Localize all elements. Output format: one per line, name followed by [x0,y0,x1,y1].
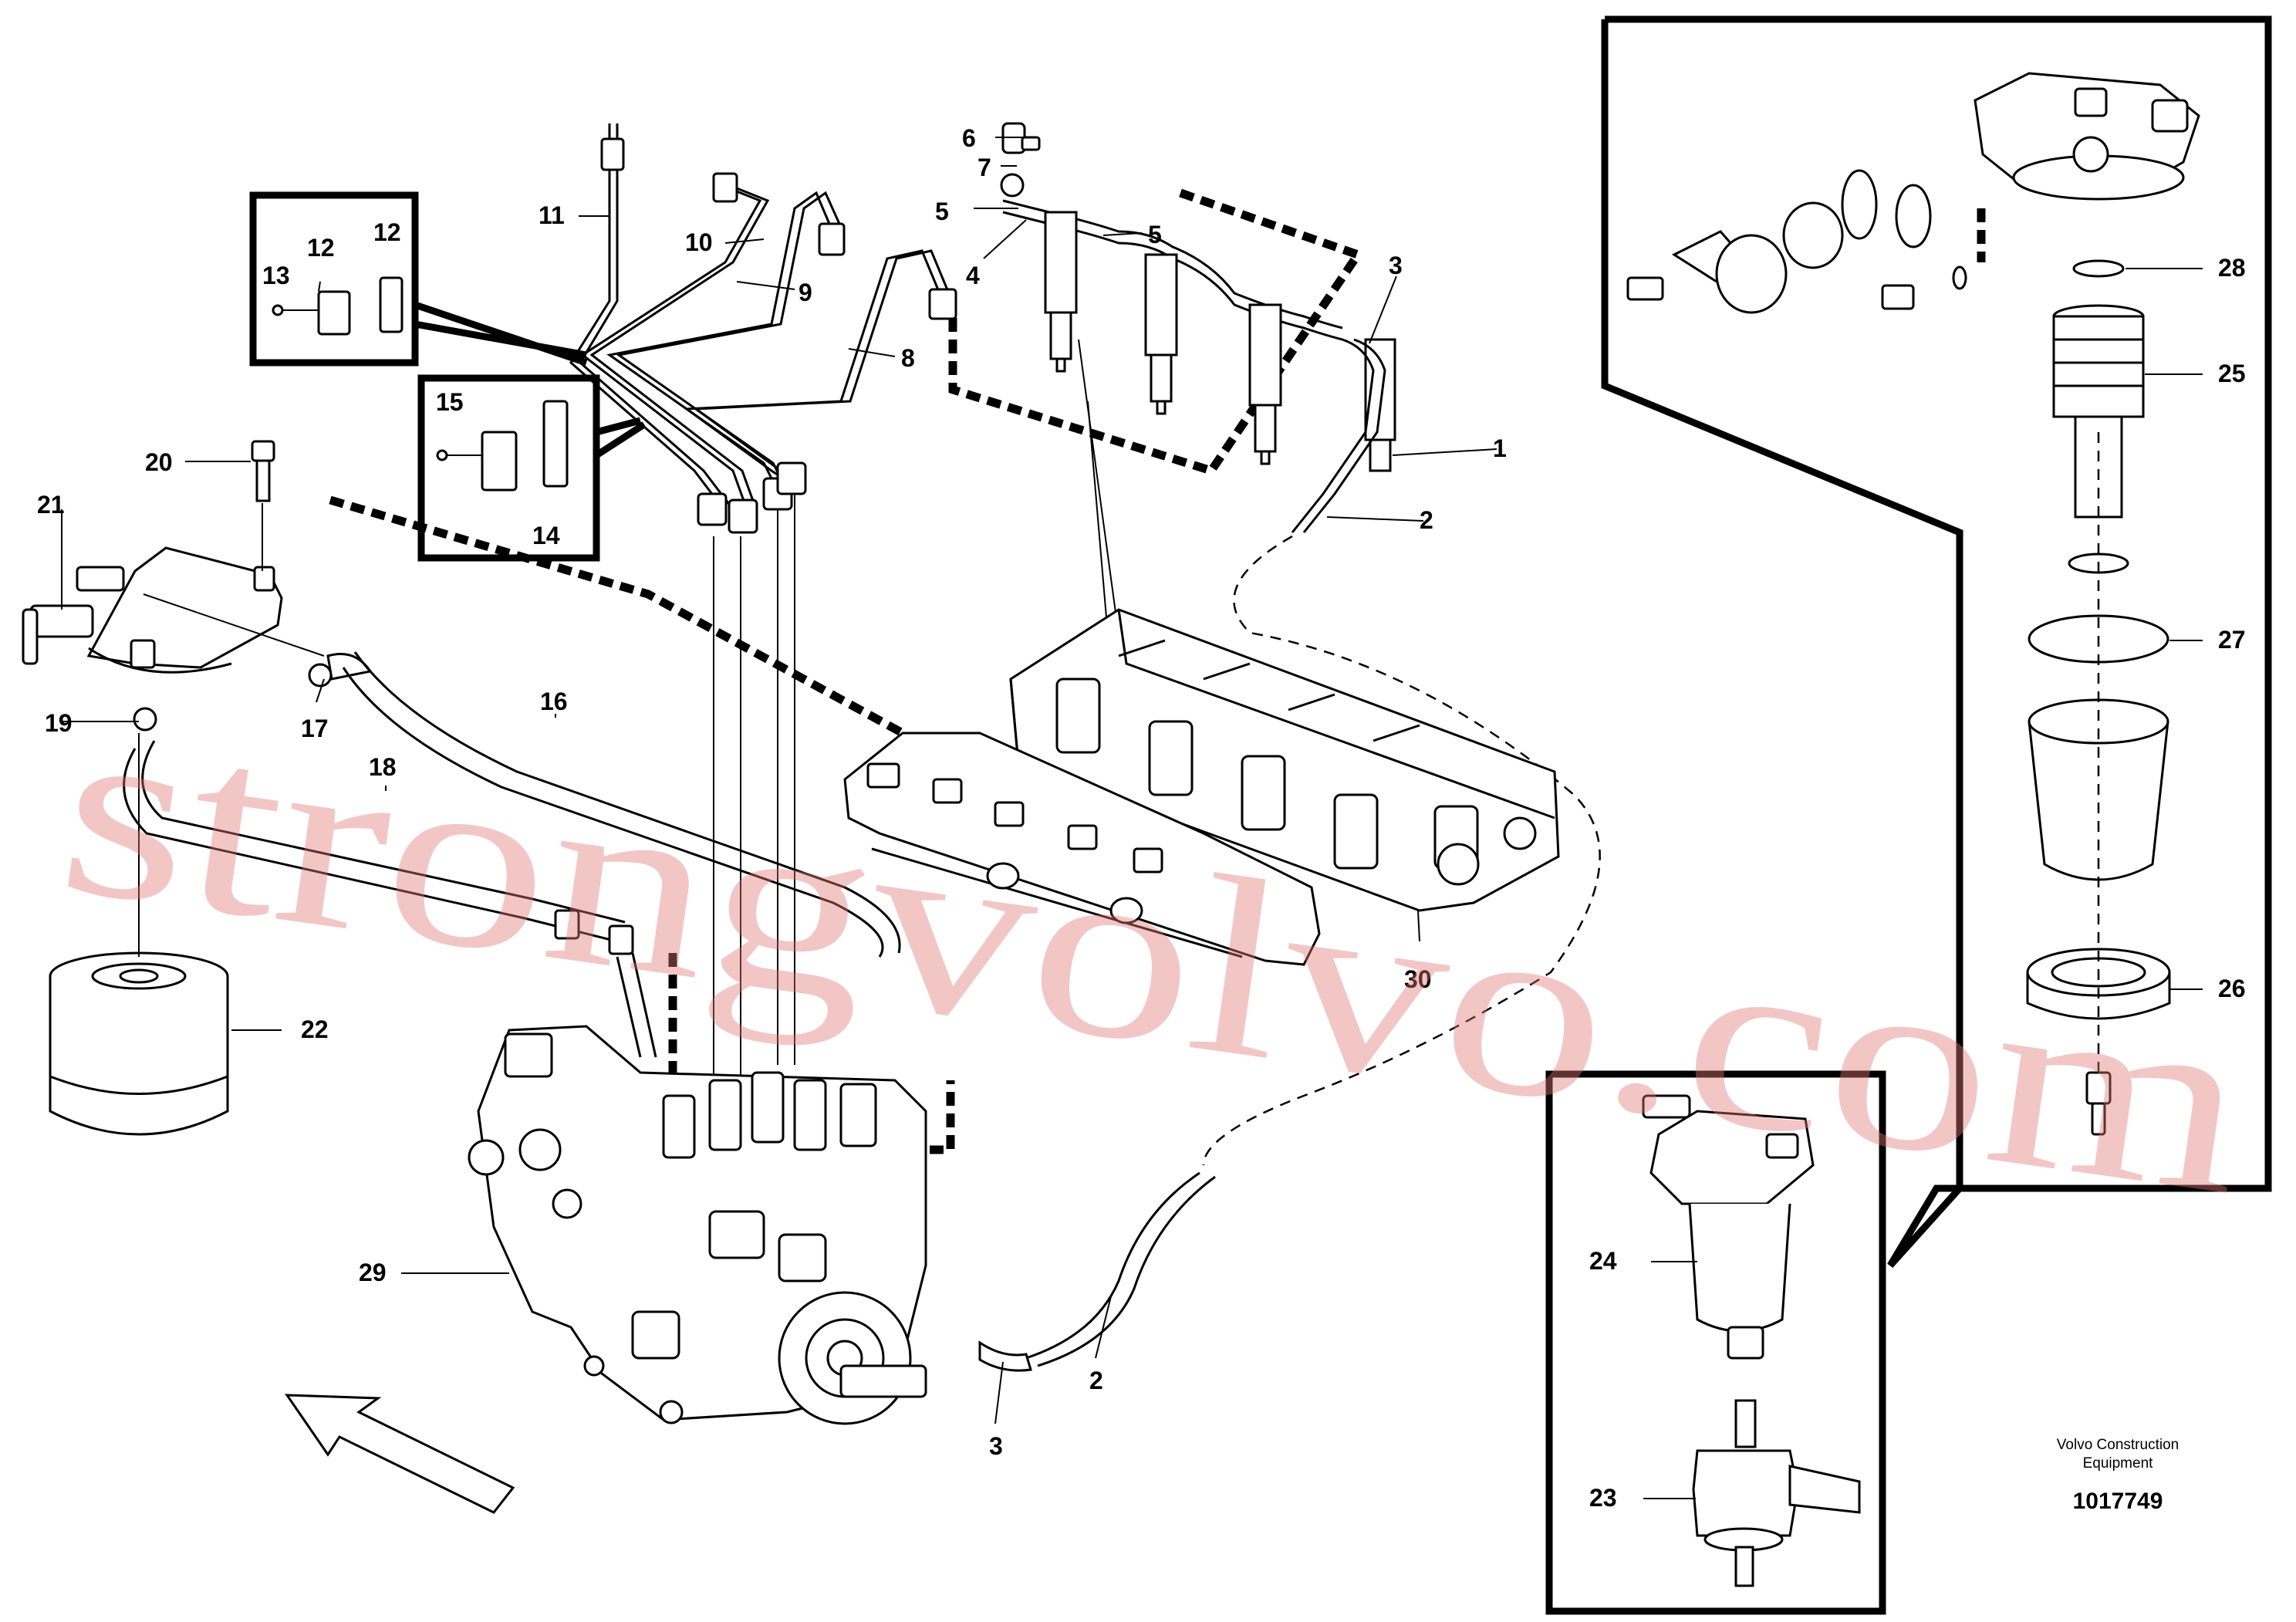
label-17: 17 [301,715,329,742]
cylinder-head [1009,608,1560,912]
injection-pipes [569,123,957,1080]
label-15: 15 [436,388,464,416]
intake-manifold [843,732,1321,966]
label-22: 22 [301,1015,329,1043]
label-4: 4 [966,262,980,289]
water-separator-prefilter [1642,1094,1861,1587]
label-2-lower: 2 [1089,1367,1103,1394]
label-26: 26 [2218,975,2246,1002]
label-29: 29 [359,1259,387,1286]
clamp-bracket-a [272,276,403,336]
clamp-bracket-b [436,400,569,492]
label-5-left: 5 [935,198,949,225]
label-12-left: 12 [307,234,335,262]
label-30: 30 [1404,965,1432,993]
spin-on-filter [49,733,229,1136]
bracket-detail-frame-a [249,191,588,367]
part-number-labels: 1 2 2 3 3 4 5 5 6 7 8 9 10 11 12 12 13 1… [37,124,2246,1512]
leader-lines [61,137,2203,1499]
label-3-lower: 3 [989,1432,1003,1460]
label-27: 27 [2218,626,2246,654]
label-23: 23 [1589,1484,1617,1512]
label-25: 25 [2218,360,2246,387]
label-5-right: 5 [1148,221,1162,248]
link-line-filter-head [329,495,947,760]
fuel-hoses [123,651,901,1058]
filter-detail-frame [1601,15,2272,1269]
label-14: 14 [532,522,560,549]
label-10: 10 [685,228,713,256]
label-9: 9 [799,279,812,306]
prefilter-detail-frame [1545,1070,1886,1615]
bracket-detail-frame-b [417,374,647,562]
label-19: 19 [45,709,73,737]
label-13: 13 [262,262,290,289]
label-12-right: 12 [373,218,401,246]
fuel-filter-head [22,440,325,674]
label-20: 20 [145,448,173,476]
label-18: 18 [369,753,397,781]
label-7: 7 [977,154,991,181]
label-1: 1 [1493,434,1507,462]
label-21: 21 [37,491,65,519]
document-number: 1017749 [2073,1489,2163,1514]
injection-pump [468,1025,927,1425]
label-3-upper: 3 [1389,252,1403,279]
label-28: 28 [2218,254,2246,282]
caption-line-1: Volvo Construction [2057,1437,2179,1453]
label-8: 8 [901,344,915,372]
label-24: 24 [1589,1247,1617,1275]
filter-assembly-exploded [1626,72,2200,1136]
injectors [1000,122,1396,672]
label-16: 16 [540,688,568,715]
direction-arrow-icon [285,1394,515,1514]
label-6: 6 [962,124,976,152]
leak-off-pipe [978,338,1601,1372]
caption-block: Volvo Construction Equipment 1017749 [2057,1437,2179,1514]
label-2-upper: 2 [1420,506,1433,534]
label-11: 11 [539,201,565,229]
caption-line-2: Equipment [2083,1455,2154,1472]
